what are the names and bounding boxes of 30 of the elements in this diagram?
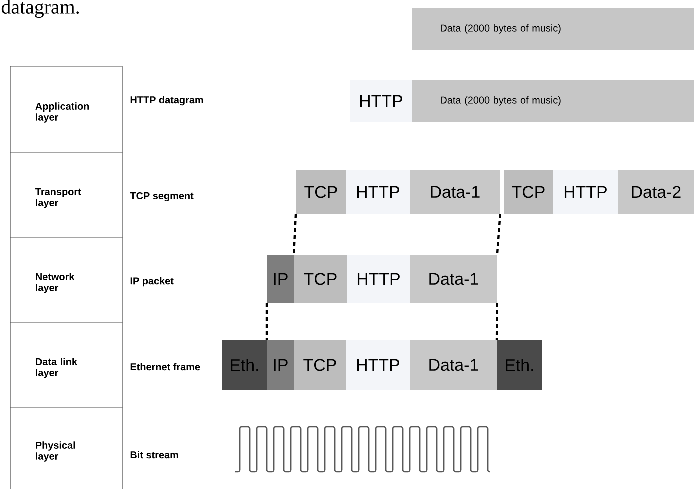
header-cell: TCP	[504, 170, 554, 214]
header-cell: Eth.	[222, 340, 268, 390]
header-cell: TCP	[296, 170, 346, 214]
dashed-connector	[496, 303, 498, 340]
header-cell: Eth.	[497, 340, 542, 390]
header-cell: HTTP	[553, 170, 618, 214]
dashed-connector	[292, 214, 298, 256]
data-bar: Data (2000 bytes of music)	[412, 80, 694, 122]
dashed-connector	[496, 214, 502, 256]
header-cell: HTTP	[346, 340, 410, 390]
layer-box: Application layer	[10, 66, 123, 153]
layer-box: Transport layer	[10, 152, 123, 238]
header-cell: Data-1	[410, 340, 498, 390]
dashed-connector	[266, 303, 268, 340]
header-cell: HTTP	[347, 255, 410, 304]
header-cell: HTTP	[346, 170, 410, 214]
header-cell: TCP	[294, 340, 346, 390]
data-bar: Data (2000 bytes of music)	[412, 8, 694, 50]
cut-off-text: datagram.	[2, 0, 80, 18]
header-cell: Data-2	[618, 170, 694, 214]
header-cell: IP	[267, 255, 294, 304]
header-cell: HTTP	[350, 80, 412, 122]
header-cell: IP	[267, 340, 294, 390]
header-cell: TCP	[294, 255, 348, 304]
header-cell: Data-1	[410, 170, 500, 214]
layer-box: Network layer	[10, 236, 123, 323]
layer-box: Physical layer	[10, 406, 123, 489]
header-cell: Data-1	[410, 255, 498, 304]
row-label: Ethernet frame	[130, 363, 200, 371]
layer-box: Data link layer	[10, 322, 123, 408]
